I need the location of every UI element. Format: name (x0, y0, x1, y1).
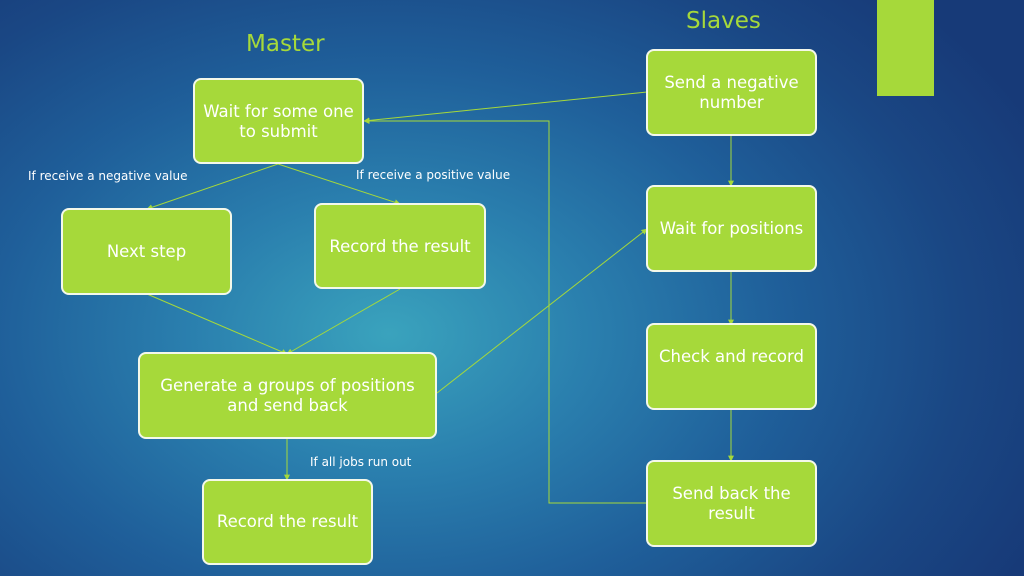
node-next-step: Next step (61, 208, 232, 295)
edge-generate-to-wait-positions (436, 228, 648, 394)
node-send-negative: Send a negative number (646, 49, 817, 136)
edge-wait-to-next (146, 163, 279, 211)
node-record-result-2: Record the result (202, 479, 373, 565)
node-record-result-1: Record the result (314, 203, 486, 289)
master-heading: Master (246, 31, 325, 57)
node-check-record: Check and record (646, 323, 817, 410)
edge-record-to-generate (286, 288, 401, 355)
node-generate-positions: Generate a groups of positions and send … (138, 352, 437, 439)
node-wait-submit: Wait for some one to submit (193, 78, 364, 164)
edge-send-negative-to-wait (363, 91, 648, 124)
slaves-heading: Slaves (686, 8, 761, 34)
node-wait-positions: Wait for positions (646, 185, 817, 272)
edge-wait-to-record (277, 163, 401, 206)
accent-bar (877, 0, 934, 96)
node-send-back: Send back the result (646, 460, 817, 547)
edge-next-to-generate (146, 293, 288, 355)
edge-send-back-to-wait (363, 118, 647, 504)
edge-label-jobs-out: If all jobs run out (310, 455, 412, 469)
edge-label-positive: If receive a positive value (356, 168, 511, 182)
edge-label-negative: If receive a negative value (28, 169, 188, 183)
